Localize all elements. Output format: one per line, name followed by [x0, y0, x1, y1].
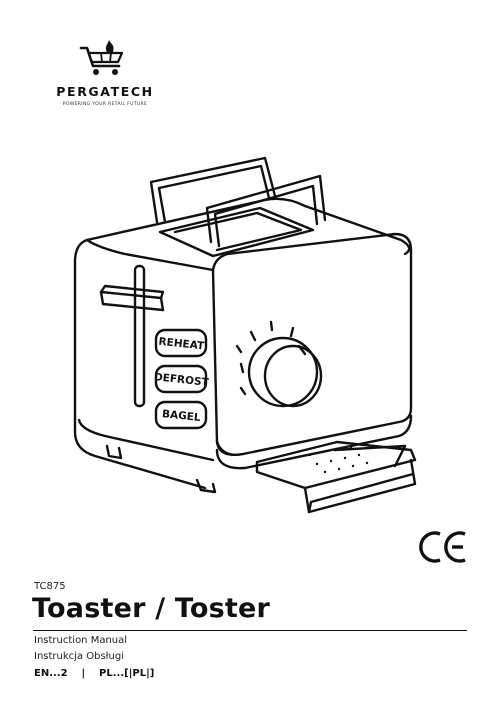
brand-name: PERGATECH	[56, 84, 154, 99]
brand-logo: PERGATECH POWERING YOUR RETAIL FUTURE	[50, 40, 160, 107]
brand-tagline: POWERING YOUR RETAIL FUTURE	[62, 102, 148, 107]
subtitle-polish: Instrukcja Obsługi	[34, 651, 124, 662]
toaster-illustration: REHEAT DEFROST BAGEL	[73, 156, 417, 514]
defrost-button-label: DEFROST	[153, 371, 210, 389]
model-number: TC875	[34, 581, 66, 592]
bagel-button-label: BAGEL	[161, 408, 201, 424]
shopping-cart-logo-icon	[79, 40, 124, 75]
title-divider	[33, 630, 467, 632]
language-index: EN...2 | PL...[|PL|]	[34, 668, 155, 679]
subtitle-english: Instruction Manual	[34, 635, 128, 646]
page-title: Toaster / Toster	[32, 593, 271, 624]
ce-mark-icon	[419, 531, 466, 563]
reheat-button-label: REHEAT	[158, 336, 206, 353]
